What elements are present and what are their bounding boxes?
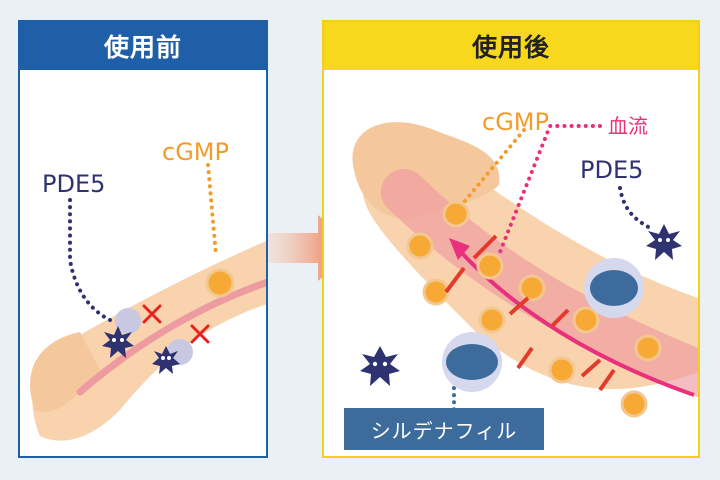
after-panel-body: cGMP 血流 PDE5 シルデナフィル: [324, 70, 698, 456]
before-cgmp-molecule: [115, 308, 141, 334]
after-pde5-label: PDE5: [580, 156, 644, 184]
after-cgmp-molecule: [422, 278, 450, 306]
after-cgmp-group: [406, 200, 662, 418]
after-diffusion-arrow: [580, 358, 602, 378]
after-pde5-enzyme: [360, 346, 400, 386]
after-panel-title: 使用後: [324, 22, 698, 70]
before-body-tip: [30, 332, 101, 412]
before-panel-title: 使用前: [20, 22, 266, 70]
after-cgmp-molecule: [634, 334, 662, 362]
after-drug-molecule-bound: [442, 332, 502, 392]
after-panel: 使用後: [322, 20, 700, 458]
before-vessel: [76, 278, 266, 396]
after-cgmp-molecule: [478, 306, 506, 334]
after-cgmp-molecule: [442, 200, 470, 228]
before-cgmp-label: cGMP: [162, 138, 229, 166]
before-panel-body: PDE5 cGMP: [20, 70, 266, 456]
after-cgmp-label: cGMP: [482, 108, 549, 136]
before-pde5-label: PDE5: [42, 170, 106, 198]
after-cgmp-molecule: [406, 232, 434, 260]
after-cgmp-molecule: [620, 390, 648, 418]
before-panel: 使用前: [18, 20, 268, 458]
after-cgmp-molecule: [518, 274, 546, 302]
after-diffusion-arrow: [516, 346, 534, 370]
after-drug-molecule-bound: [584, 258, 644, 318]
before-pde5-enzyme: [152, 346, 180, 374]
after-blood-flow-arrowhead: [449, 238, 470, 260]
after-cgmp-leader: [462, 128, 526, 204]
after-blood-leader: [498, 124, 602, 254]
before-cgmp-molecule: [205, 268, 235, 298]
after-cgmp-molecule: [548, 356, 576, 384]
before-block-mark: [142, 304, 162, 324]
after-diffusion-arrow: [508, 296, 530, 316]
before-illustration: [30, 163, 266, 441]
after-drug-label: シルデナフィル: [344, 408, 544, 450]
after-diffusion-arrow: [472, 234, 498, 260]
after-illustration: [352, 122, 698, 418]
before-pde5-enzyme: [102, 326, 134, 358]
after-pde5-leader: [618, 186, 656, 232]
after-cgmp-molecule: [572, 306, 600, 334]
before-cgmp-leader: [206, 163, 218, 257]
before-block-mark: [190, 324, 210, 344]
after-diffusion-arrow: [598, 368, 616, 392]
after-diffusion-arrows: [444, 234, 616, 392]
after-blood-flow-label: 血流: [608, 114, 648, 138]
after-diffusion-arrow: [550, 308, 570, 328]
after-diffusion-arrow: [444, 266, 466, 294]
before-pde5-leader: [68, 198, 112, 322]
after-pde5-enzyme: [646, 224, 682, 260]
after-cgmp-molecule: [476, 252, 504, 280]
